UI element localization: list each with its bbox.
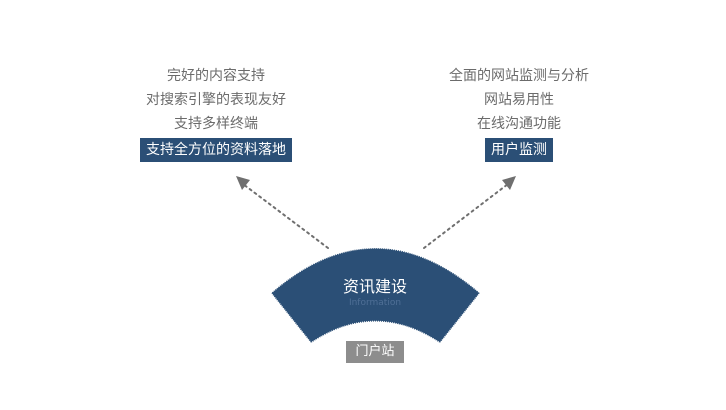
right-feature-line-3: 在线沟通功能 xyxy=(477,116,561,132)
left-feature-line-2: 对搜索引擎的表现友好 xyxy=(146,92,286,108)
center-title: 资讯建设 xyxy=(342,277,407,296)
portal-label: 门户站 xyxy=(346,341,404,363)
right-feature-line-1: 全面的网站监测与分析 xyxy=(449,68,589,84)
right-feature-line-2: 网站易用性 xyxy=(484,92,554,108)
left-feature-line-1: 完好的内容支持 xyxy=(167,68,265,84)
left-feature-group: 完好的内容支持 对搜索引擎的表现友好 支持多样终端 支持全方位的资料落地 xyxy=(106,64,326,162)
left-arrow-head-icon xyxy=(236,176,250,190)
center-subtitle: Information xyxy=(348,298,402,308)
left-arrow-line xyxy=(242,183,329,249)
left-highlight-badge: 支持全方位的资料落地 xyxy=(140,138,292,162)
left-feature-line-3: 支持多样终端 xyxy=(174,116,258,132)
right-feature-group: 全面的网站监测与分析 网站易用性 在线沟通功能 用户监测 xyxy=(409,64,629,162)
information-fan-shape xyxy=(269,247,482,345)
right-arrow-head-icon xyxy=(502,176,516,190)
right-highlight-badge: 用户监测 xyxy=(485,138,553,162)
right-arrow-line xyxy=(423,183,509,249)
